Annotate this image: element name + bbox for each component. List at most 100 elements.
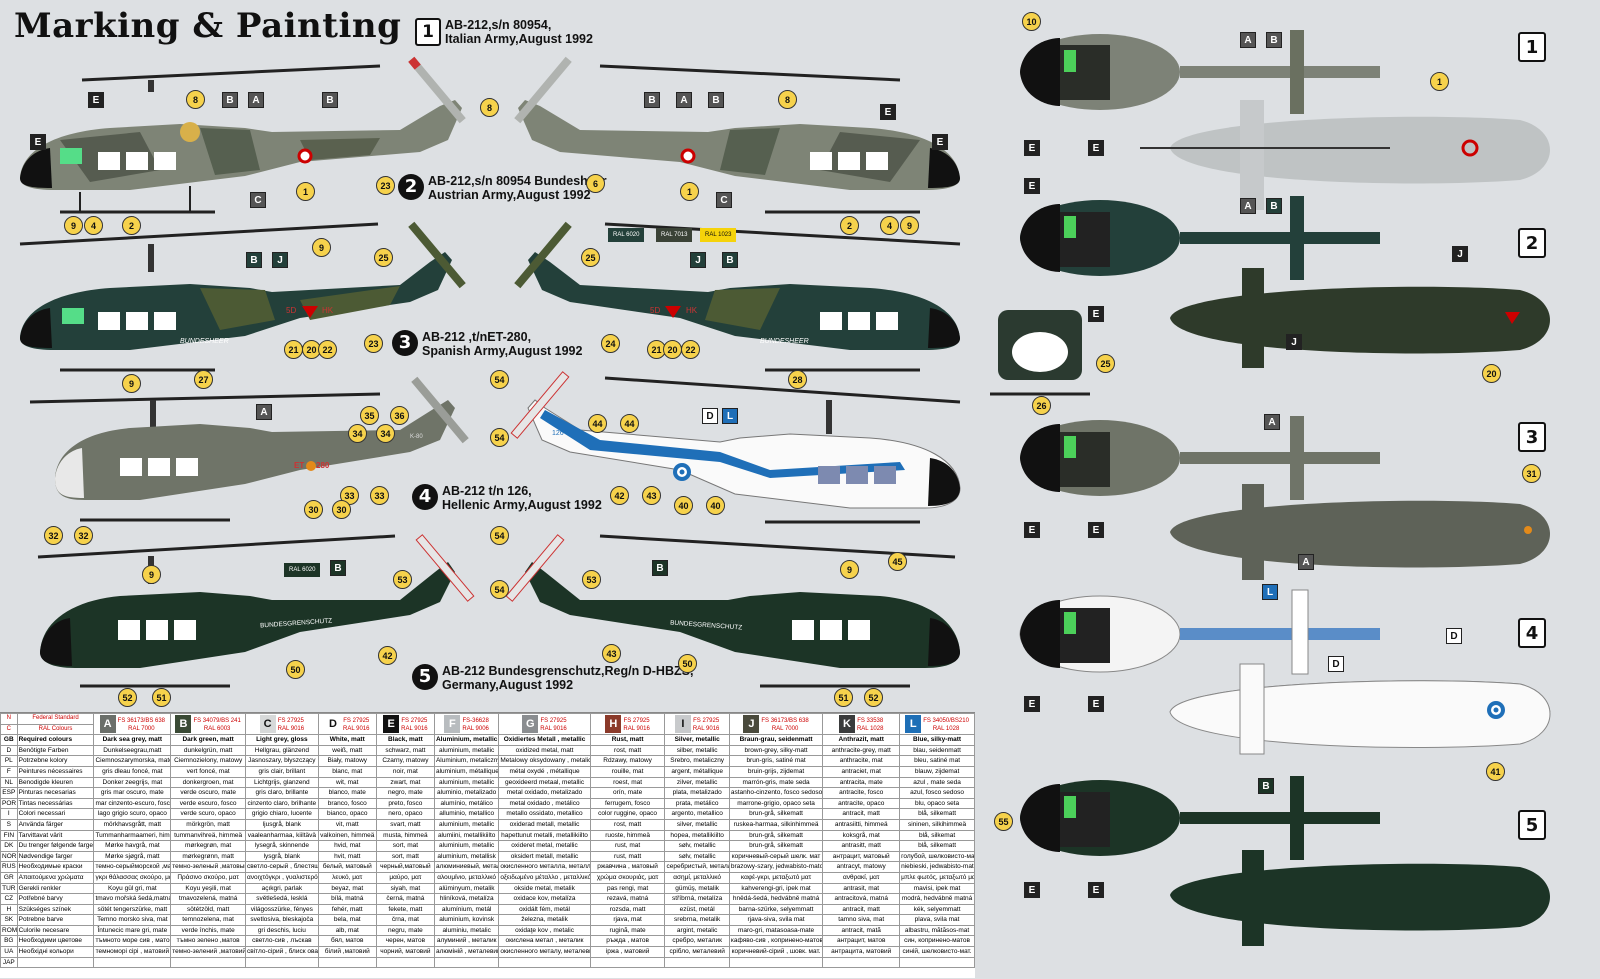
color-letter-marker: E bbox=[932, 134, 948, 150]
color-name: sötét tengerszürke, matt bbox=[93, 903, 172, 916]
lang-label: Tintas necessárias bbox=[16, 797, 95, 810]
decal-marker: 42 bbox=[378, 646, 397, 665]
color-name: argint, metalic bbox=[664, 924, 730, 937]
decal-marker: 45 bbox=[888, 552, 907, 571]
color-name: antracita, mate bbox=[822, 776, 901, 789]
color-name: οξειδωμένο μέταλλο , μεταλλικό bbox=[498, 871, 591, 884]
color-name: metal oxidado , metálico bbox=[498, 797, 591, 810]
color-name: blanco, mate bbox=[317, 787, 377, 799]
color-name: oxidized metal, matt bbox=[498, 744, 591, 757]
color-name bbox=[93, 956, 172, 969]
color-name: γκρι θάλασσας σκούρο, ματ bbox=[93, 871, 172, 884]
color-name: sølv, metallic bbox=[664, 850, 730, 863]
color-name: αλουμίνιο, μεταλλικό bbox=[433, 871, 500, 884]
color-name: aluminium, metallic bbox=[433, 744, 500, 757]
color-name: brown-grey, silky-matt bbox=[728, 744, 824, 757]
color-name: roest, mat bbox=[589, 776, 666, 789]
color-name: окисленного металла, металлик bbox=[498, 861, 591, 873]
color-name: antracitová, matná bbox=[822, 893, 901, 905]
color-name: Πράσινο σκούρο, ματ bbox=[170, 871, 247, 884]
lang-code: H bbox=[0, 903, 18, 916]
decal-marker: 26 bbox=[1032, 396, 1051, 415]
decal-marker: 28 bbox=[788, 370, 807, 389]
color-name: sininen, silkihimmeä bbox=[899, 818, 975, 831]
color-name: blanc, mat bbox=[317, 765, 377, 778]
color-name: mörkhavsgrått, matt bbox=[93, 818, 172, 831]
color-name bbox=[498, 956, 591, 969]
color-name: antracyt, matowy bbox=[822, 861, 901, 873]
decal-marker: 32 bbox=[74, 526, 93, 545]
color-letter-marker: B bbox=[644, 92, 660, 108]
color-name: fehér, matt bbox=[317, 903, 377, 916]
color-name: aluminium, kovinsk bbox=[433, 914, 500, 926]
color-name: окислена метал , металик bbox=[498, 935, 591, 948]
color-name: Koyu yeşili, mat bbox=[170, 882, 247, 895]
lang-code: DK bbox=[0, 840, 18, 852]
decal-marker: 22 bbox=[318, 340, 337, 359]
color-name: oxidace kov, metalíza bbox=[498, 893, 591, 905]
color-name: metallo ossidato, metallico bbox=[498, 808, 591, 820]
lang-code: JAP bbox=[0, 956, 18, 969]
color-name: Donker zeegrijs, mat bbox=[93, 776, 172, 789]
color-name: синій, шелковисто-мат. bbox=[899, 946, 975, 958]
color-name: fekete, matt bbox=[375, 903, 435, 916]
color-name: антрацит, матов bbox=[822, 935, 901, 948]
color-name: černá, matná bbox=[375, 893, 435, 905]
decal-marker: 24 bbox=[601, 334, 620, 353]
plan-num-1: 1 bbox=[1518, 32, 1546, 62]
color-name: aluminium, métallique bbox=[433, 765, 500, 778]
color-name: cinzento claro, brilhante bbox=[245, 797, 319, 810]
austrian-right-view bbox=[514, 221, 961, 372]
decal-marker: 41 bbox=[1486, 762, 1505, 781]
color-name: sølv, metallic bbox=[664, 840, 730, 852]
color-name: rost, matt bbox=[589, 818, 666, 831]
color-name: Aluminium, metaliczny bbox=[433, 755, 500, 767]
lang-code: SK bbox=[0, 914, 18, 926]
ral-6020-callout-2: RAL 6020 bbox=[284, 563, 321, 577]
color-name: orín, mate bbox=[589, 787, 666, 799]
decal-marker: 30 bbox=[304, 500, 323, 519]
color-name: tummanvihreä, himmeä bbox=[170, 829, 247, 842]
color-letter-marker: E bbox=[1088, 140, 1104, 156]
color-name: plata, metalizado bbox=[664, 787, 730, 799]
color-name: barna-szürke, selyemmatt bbox=[728, 903, 824, 916]
color-name: rjava, mat bbox=[589, 914, 666, 926]
color-name: коричневый-серый шелк. мат bbox=[728, 850, 824, 863]
decal-marker: 8 bbox=[186, 90, 205, 109]
color-name: plava, svila mat bbox=[899, 914, 975, 926]
plan-num-2: 2 bbox=[1518, 228, 1546, 258]
color-name: azul , mate seda bbox=[899, 776, 975, 789]
color-name: καφέ-γκρι, μεταξωτό ματ bbox=[728, 871, 824, 884]
ral-1023-callout: RAL 1023 bbox=[700, 228, 737, 242]
color-name: blauw, zijdemat bbox=[899, 765, 975, 778]
color-name: темноморі сірі , матовий bbox=[93, 946, 172, 958]
color-name: donkergroen, mat bbox=[170, 776, 247, 789]
color-name: голубой, шелковисто-мат. bbox=[899, 850, 975, 863]
color-name: Biały, matowy bbox=[317, 755, 377, 767]
decal-marker: 23 bbox=[376, 176, 395, 195]
color-name: ljusgrå, blank bbox=[245, 818, 319, 831]
color-name: beyaz, mat bbox=[317, 882, 377, 895]
color-name: gris clair, brillant bbox=[245, 765, 319, 778]
color-letter-marker: A bbox=[1264, 414, 1280, 430]
color-name: mørkegrønn, matt bbox=[170, 850, 247, 863]
lang-label: Benodigde kleuren bbox=[16, 776, 95, 789]
lang-code: I bbox=[0, 808, 18, 820]
color-name: nero, opaco bbox=[375, 808, 435, 820]
color-name: preto, fosco bbox=[375, 797, 435, 810]
color-name: темно-зелений ,матовий bbox=[170, 946, 247, 958]
lang-code: NOR bbox=[0, 850, 18, 863]
color-name: алуминий , металик bbox=[433, 935, 500, 948]
color-name: açıkgri, parlak bbox=[245, 882, 319, 895]
lang-code: FIN bbox=[0, 829, 18, 842]
color-name: Hellgrau, glänzend bbox=[245, 744, 319, 757]
color-name: ασημί, μεταλλικό bbox=[664, 871, 730, 884]
decal-marker: 51 bbox=[834, 688, 853, 707]
spanish-left-view bbox=[29, 376, 469, 522]
decal-marker: 52 bbox=[864, 688, 883, 707]
color-name: bílá, matná bbox=[317, 893, 377, 905]
